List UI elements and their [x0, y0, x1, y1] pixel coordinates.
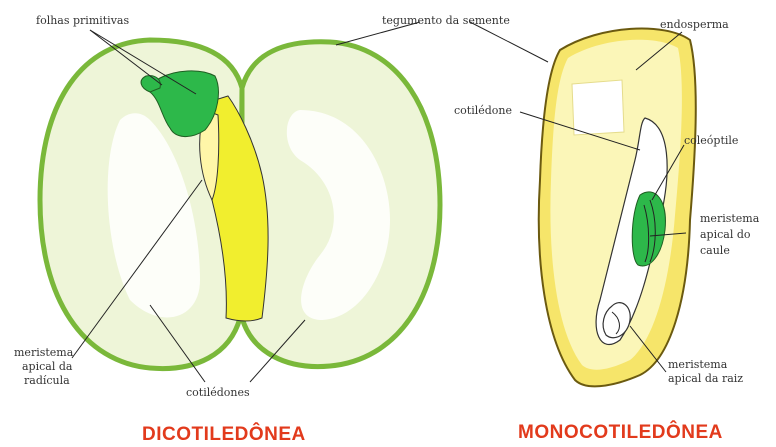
- label-meristema-radicula-1: meristema: [14, 346, 74, 359]
- label-cotiledones: cotilédones: [186, 386, 250, 399]
- label-meristema-raiz-2: apical da raiz: [668, 372, 743, 385]
- label-meristema-caule-2: apical do: [700, 228, 751, 241]
- label-folhas-primitivas: folhas primitivas: [36, 14, 129, 27]
- label-coleoptile: coleóptile: [684, 134, 738, 147]
- label-meristema-caule-3: caule: [700, 244, 730, 257]
- label-cotiledone: cotilédone: [454, 104, 512, 117]
- label-meristema-raiz-1: meristema: [668, 358, 728, 371]
- monocot-seed: [539, 29, 696, 387]
- title-monocot: MONOCOTILEDÔNEA: [518, 421, 723, 443]
- monocot-white-area: [572, 80, 624, 135]
- label-meristema-caule-1: meristema: [700, 212, 760, 225]
- label-meristema-radicula-3: radícula: [24, 374, 70, 387]
- title-dicot: DICOTILEDÔNEA: [142, 423, 306, 445]
- label-endosperma: endosperma: [660, 18, 729, 31]
- label-tegumento: tegumento da semente: [382, 14, 510, 27]
- label-meristema-radicula-2: apical da: [22, 360, 73, 373]
